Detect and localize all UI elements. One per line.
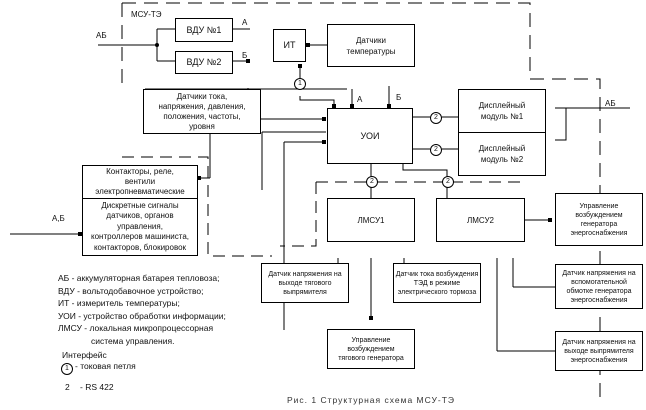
block-uoi: УОИ	[327, 108, 413, 164]
interface-2-marker: 2	[430, 144, 442, 156]
signal-ab-in: АБ	[96, 31, 107, 40]
interface-2-legend-number: 2	[65, 382, 70, 392]
abbreviation-legend: АБ - аккумуляторная батарея тепловоза; В…	[58, 273, 226, 346]
interface-2-marker: 2	[366, 176, 378, 188]
signal-b-out: Б	[242, 51, 248, 60]
frame-title: МСУ-ТЭ	[131, 10, 162, 19]
interface-1-legend-marker: 1	[61, 363, 73, 375]
interface-2-marker: 2	[442, 176, 454, 188]
block-it: ИТ	[273, 29, 306, 62]
figure-caption: Рис. 1 Структурная схема МСУ-ТЭ	[287, 395, 455, 405]
signal-ab-right: АБ	[605, 99, 616, 108]
interface-2-marker: 2	[430, 112, 442, 124]
block-vdu2: ВДУ №2	[175, 51, 233, 74]
block-sensors: Датчики тока,напряжения, давления,положе…	[143, 89, 261, 134]
signal-a-out: А	[242, 18, 248, 27]
interface-1-marker: 1	[294, 78, 306, 90]
block-lmsu2: ЛМСУ2	[436, 198, 525, 242]
mcu-frame	[122, 2, 601, 405]
block-lmsu1: ЛМСУ1	[327, 198, 415, 242]
block-vdu1: ВДУ №1	[175, 18, 233, 42]
interface-title: Интерфейс	[62, 350, 107, 360]
interface-2-description: - RS 422	[80, 382, 114, 392]
signal-ab-left: А,Б	[52, 214, 65, 223]
interface-1-description: - токовая петля	[75, 361, 136, 371]
signal-b-in: Б	[396, 93, 402, 102]
signal-a-in: А	[357, 95, 363, 104]
